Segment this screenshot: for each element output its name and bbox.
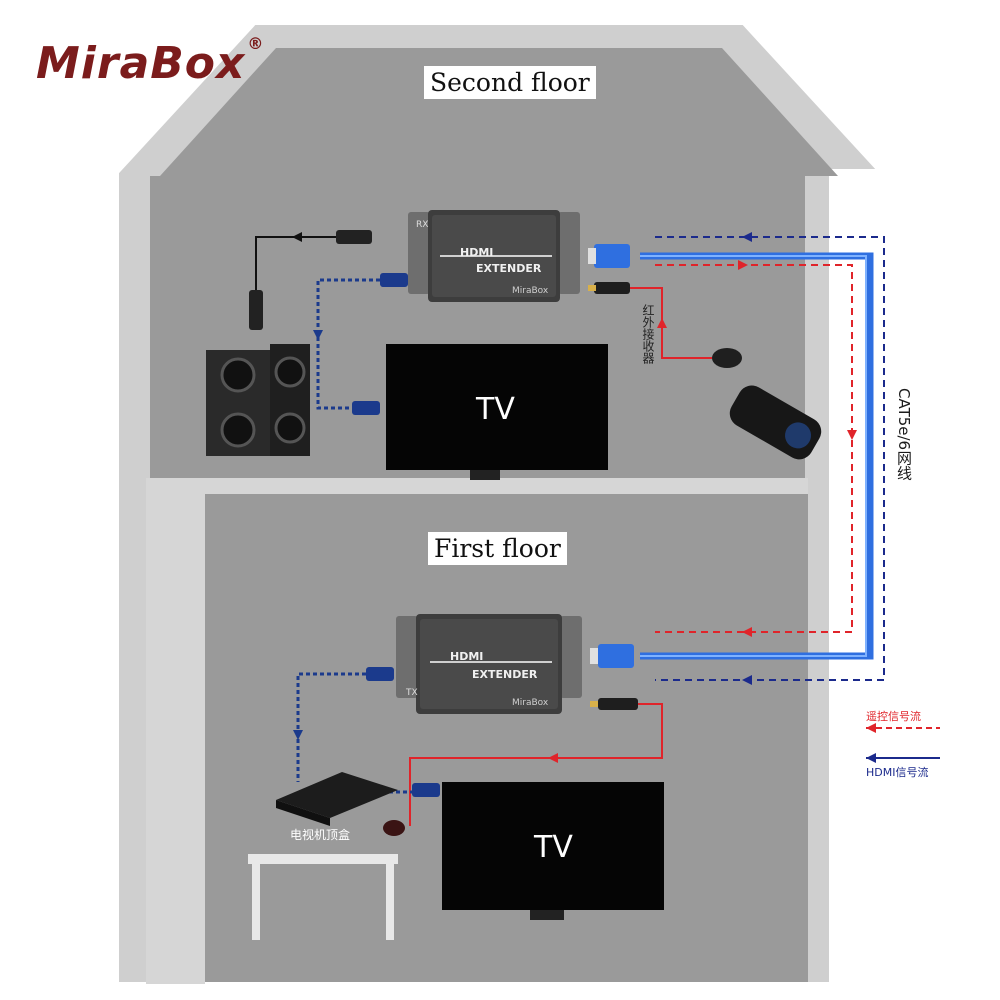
remote-flow-arrow-right <box>847 430 857 440</box>
hdmi-flow-arrow-top <box>742 232 752 242</box>
extender-bottom-sub: EXTENDER <box>472 668 538 681</box>
rj45-plug-bottom <box>590 644 634 668</box>
outer-wall-left-lower <box>146 494 205 984</box>
rca-cable-arrow <box>292 232 302 242</box>
second-floor-label: Second floor <box>424 66 596 99</box>
brand-name: MiraBox <box>36 38 246 89</box>
remote-control <box>729 385 822 460</box>
cable-label: CAT5e/6网线 <box>895 388 913 481</box>
hdmi-cable-top-arrow <box>313 330 323 340</box>
remote-flow-arrow-bottom <box>742 627 752 637</box>
tv-lower-label: TV <box>534 830 573 865</box>
tv-upper <box>386 344 608 480</box>
ir-emitter-cable-arrow <box>548 753 558 763</box>
hdmi-flow-arrow-bottom <box>742 675 752 685</box>
extender-tx-tag: TX <box>406 688 418 698</box>
speakers <box>206 344 310 456</box>
tv-upper-label: TV <box>476 392 515 427</box>
audio-jack-bottom <box>590 698 638 710</box>
ir-receiver-eye <box>712 348 742 368</box>
ir-emitter <box>383 820 405 836</box>
cat-cable-highlight <box>640 255 867 657</box>
hdmi-plug-tv-bottom <box>412 783 440 797</box>
hdmi-cable-top <box>316 278 380 410</box>
stb-label: 电视机顶盒 <box>290 828 351 842</box>
set-top-box <box>276 772 398 826</box>
brand-logo: MiraBox® <box>36 34 263 89</box>
extender-top-sub: EXTENDER <box>476 262 542 275</box>
extender-receiver <box>408 210 580 302</box>
rca-cable <box>255 236 336 292</box>
legend <box>866 723 940 763</box>
rca-plug-down <box>249 290 263 330</box>
audio-jack-top <box>588 282 630 294</box>
extender-transmitter <box>396 614 582 714</box>
hdmi-plug-ext-bottom <box>366 667 394 681</box>
extender-rx-tag: RX <box>416 220 429 230</box>
hdmi-flow-line <box>655 236 885 681</box>
hdmi-plug-tv-top <box>352 401 380 415</box>
remote-flow-arrow-top <box>738 260 748 270</box>
extender-bottom-title: HDMI <box>450 650 484 663</box>
extender-bottom-brand: MiraBox <box>512 698 549 708</box>
legend-hdmi-flow: HDMI信号流 <box>866 766 929 779</box>
hdmi-plug-top <box>380 273 408 287</box>
ir-receiver-cable-arrow <box>657 318 667 328</box>
remote-flow-line <box>655 264 853 633</box>
first-floor-label: First floor <box>428 532 567 565</box>
rca-plug-right <box>336 230 372 244</box>
hdmi-cable-stb <box>296 672 366 782</box>
table <box>248 854 398 940</box>
floor-slab <box>146 478 808 494</box>
rj45-plug-top <box>588 244 630 268</box>
tv-lower <box>442 782 664 920</box>
extender-top-title: HDMI <box>460 246 494 259</box>
brand-registered-mark: ® <box>247 34 265 53</box>
hdmi-cable-stb-arrow <box>293 730 303 740</box>
extender-top-brand: MiraBox <box>512 286 549 296</box>
legend-remote-flow: 遥控信号流 <box>866 710 921 723</box>
ir-emitter-cable <box>409 703 663 826</box>
ir-receiver-label: 红外接收器 <box>641 304 655 364</box>
